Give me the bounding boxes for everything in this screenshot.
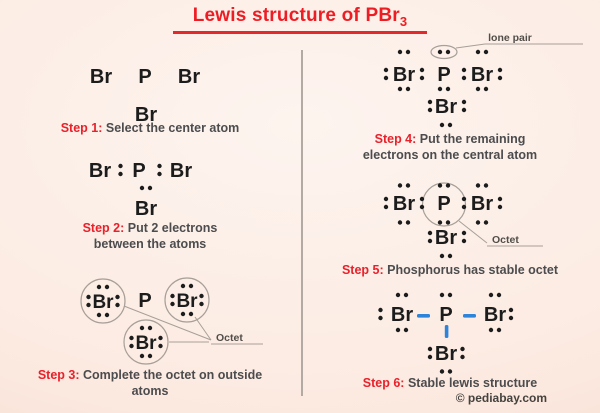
atom-label-br: Br <box>135 333 157 354</box>
atom-label-br: Br <box>393 193 415 215</box>
step2-text-line1: Put 2 electrons <box>127 221 218 235</box>
step1-text: Select the center atom <box>105 121 240 135</box>
electron-dots-bottom-br <box>427 346 465 374</box>
step4-structure-diagram: lone pair Br P Br Br <box>383 32 583 128</box>
covalent-bonds <box>417 314 476 338</box>
atom-label-br: Br <box>90 66 112 88</box>
electron-dots-bottom-br <box>427 230 467 259</box>
step2-text-line2: between the atoms <box>93 237 207 251</box>
step4-number: Step 4: <box>374 132 417 146</box>
step5-text: Phosphorus has stable octet <box>387 263 559 277</box>
atom-label-p: P <box>437 193 450 215</box>
electron-dots-top-row <box>397 183 489 188</box>
octet-label: Octet <box>216 332 243 344</box>
step5-caption: Step 5: Phosphorus has stable octet <box>304 262 596 278</box>
octet-pointer-lines <box>123 305 263 345</box>
bond-p-left-br <box>417 314 430 318</box>
lone-pair-label: lone pair <box>488 32 532 44</box>
step4-text-line2: electrons on the central atom <box>362 148 538 162</box>
lone-pair-circle <box>430 44 458 60</box>
bond-p-bottom-br <box>444 325 449 338</box>
atom-label-p: P <box>439 304 452 326</box>
column-divider <box>301 50 303 396</box>
atom-label-p: P <box>138 66 151 88</box>
step6-text: Stable lewis structure <box>407 376 538 390</box>
electron-dots-bottom-br <box>427 99 467 128</box>
electron-dots-left-br <box>86 284 120 318</box>
atom-label-br: Br <box>170 160 192 182</box>
step5-number: Step 5: <box>341 263 384 277</box>
electron-dots-middle-row <box>383 67 503 92</box>
atom-label-br: Br <box>471 193 493 215</box>
step6-structure-diagram: Br P Br Br <box>378 292 514 374</box>
atom-label-br: Br <box>435 96 457 118</box>
electron-dots-top-row <box>395 292 502 298</box>
bonding-electron-pairs <box>118 163 162 191</box>
lone-pair-pointer <box>455 43 583 49</box>
step3-text-line1: Complete the octet on outside <box>82 368 263 382</box>
step1-structure-diagram: Br P Br Br <box>90 66 200 126</box>
atom-label-br: Br <box>435 343 457 365</box>
octet-circle <box>123 319 169 365</box>
electron-dots-middle-row <box>378 307 514 333</box>
step3-caption: Step 3: Complete the octet on outside at… <box>0 367 300 399</box>
step2-caption: Step 2: Put 2 electrons between the atom… <box>0 220 300 252</box>
step1-number: Step 1: <box>60 121 103 135</box>
step5-structure-diagram: Br P Br Br Octet <box>383 182 543 259</box>
credit-watermark: © pediabay.com <box>455 391 547 405</box>
atom-label-p: P <box>138 290 151 312</box>
atom-label-br: Br <box>176 291 198 312</box>
electron-dots-bottom-br <box>129 325 163 359</box>
step6-number: Step 6: <box>362 376 405 390</box>
atom-label-br: Br <box>135 198 157 220</box>
page-title-text: Lewis structure of PBr <box>192 5 400 26</box>
atom-label-br: Br <box>135 104 157 126</box>
electron-dots-middle-row <box>383 196 503 225</box>
atom-label-br: Br <box>89 160 111 182</box>
octet-label: Octet <box>492 234 519 246</box>
octet-circle <box>164 277 210 323</box>
atom-label-br: Br <box>92 292 114 313</box>
page-title: Lewis structure of PBr3 <box>172 5 428 34</box>
atom-label-p: P <box>132 160 145 182</box>
step3-structure-diagram: P Br Br Br Octet <box>80 277 263 365</box>
page-title-subscript: 3 <box>399 13 408 29</box>
atom-label-br: Br <box>484 304 506 326</box>
atom-label-br: Br <box>178 66 200 88</box>
step6-caption: Step 6: Stable lewis structure <box>304 375 596 391</box>
step2-structure-diagram: Br P Br Br <box>89 160 192 220</box>
page-title-wrap: Lewis structure of PBr3 <box>0 5 600 34</box>
step1-caption: Step 1: Select the center atom <box>0 120 300 136</box>
atom-label-p: P <box>437 64 450 86</box>
bond-p-right-br <box>463 314 476 318</box>
step2-number: Step 2: <box>82 221 125 235</box>
octet-circle <box>421 182 467 227</box>
step3-number: Step 3: <box>37 368 80 382</box>
octet-circle <box>80 278 126 324</box>
electron-dots-top-row <box>397 49 489 55</box>
atom-label-br: Br <box>393 64 415 86</box>
electron-dots-right-br <box>170 283 204 317</box>
atom-label-br: Br <box>391 304 413 326</box>
step4-caption: Step 4: Put the remaining electrons on t… <box>304 131 596 163</box>
step4-text-line1: Put the remaining <box>419 132 526 146</box>
atom-label-br: Br <box>435 227 457 249</box>
step3-text-line2: atoms <box>131 384 169 398</box>
atom-label-br: Br <box>471 64 493 86</box>
octet-pointer <box>458 220 543 247</box>
